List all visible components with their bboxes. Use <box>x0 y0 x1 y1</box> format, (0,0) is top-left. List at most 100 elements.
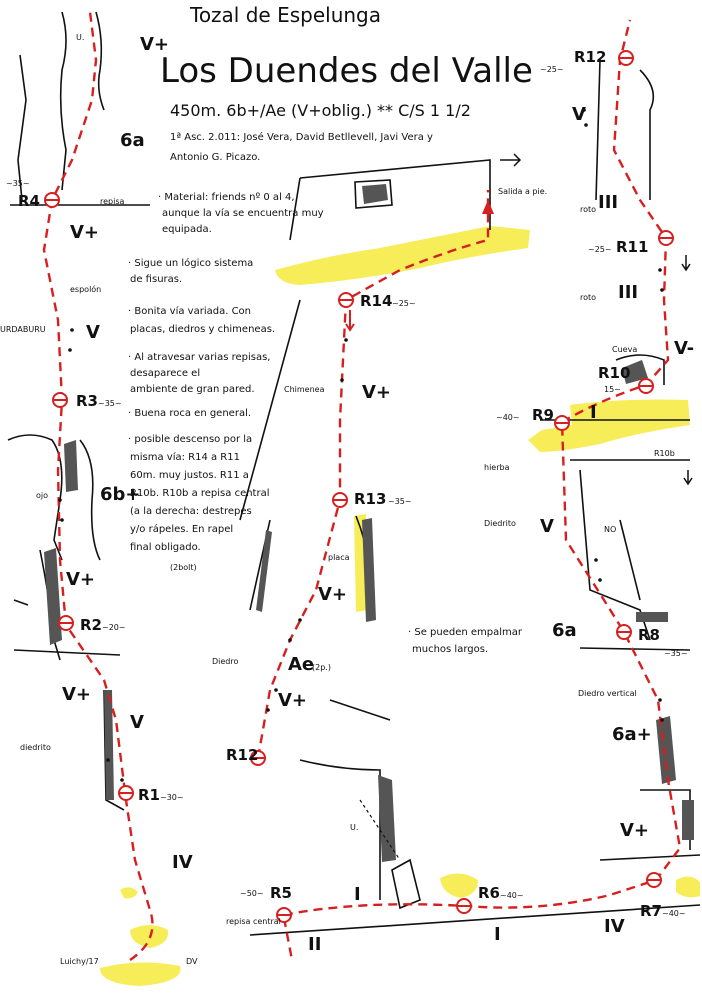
belay-label-r14: R14 <box>360 292 392 310</box>
belay-r1 <box>118 785 134 801</box>
grade-label: II <box>308 934 321 955</box>
belay-r11 <box>658 230 674 246</box>
route-stats: 450m. 6b+/Ae (V+oblig.) ** C/S 1 1/2 <box>170 101 471 120</box>
pitch-length-r1: ~30~ <box>160 793 184 802</box>
note-line: · Buena roca en general. <box>128 408 251 419</box>
note-line: equipada. <box>162 224 212 235</box>
note-line: · Bonita vía variada. Con <box>128 305 251 317</box>
bolt-markers <box>58 108 664 782</box>
belay-label-r11: R11 <box>616 238 648 256</box>
belay-r10 <box>638 378 654 394</box>
belay-r3 <box>52 392 68 408</box>
feature-label: URDABURU <box>0 325 46 334</box>
grade-label: V+ <box>62 684 91 705</box>
belay-r4 <box>44 192 60 208</box>
pitch-length-r4: ~35~ <box>6 179 30 188</box>
grade-label: V <box>86 322 100 343</box>
feature-label: Diedro <box>212 657 238 666</box>
belay-r7 <box>646 872 662 888</box>
belay-r8 <box>616 624 632 640</box>
belay-stations <box>44 50 674 923</box>
belay-label-r2: R2 <box>80 616 102 634</box>
feature-label: (2bolt) <box>170 563 197 572</box>
note-linking-1: · Se pueden empalmar <box>408 627 523 638</box>
pitch-length-r7: ~40~ <box>662 909 686 918</box>
belay-label-r12-top: R12 <box>574 48 606 66</box>
belay-r13 <box>332 492 348 508</box>
feature-label: Cueva <box>612 345 637 354</box>
note-line: placas, diedros y chimeneas. <box>130 324 275 335</box>
note-line: (a la derecha: destrepes <box>130 506 252 517</box>
belay-r14 <box>338 292 354 308</box>
descent-arrow-r10b-icon <box>683 470 693 486</box>
feature-label: repisa central <box>226 917 281 926</box>
belay-r12-top <box>618 50 634 66</box>
belay-r5 <box>276 907 292 923</box>
grade-label: V+ <box>362 382 391 403</box>
note-line: ambiente de gran pared. <box>130 384 255 395</box>
first-ascent-line-2: Antonio G. Picazo. <box>170 152 260 163</box>
feature-label: espolón <box>70 284 101 294</box>
grass-ledge-top-highlight <box>275 226 530 285</box>
exit-arrow-icon <box>482 200 494 214</box>
belay-label-r8: R8 <box>638 626 660 644</box>
belay-label-r13: R13 <box>354 490 386 508</box>
note-line: de fisuras. <box>130 274 182 285</box>
belay-label-r5: R5 <box>270 884 292 902</box>
grade-label: III <box>598 192 618 213</box>
grade-label: (2p.) <box>312 663 331 672</box>
feature-label: Diedrito <box>484 519 516 528</box>
note-line: · posible descenso por la <box>128 434 252 445</box>
grade-label: I <box>494 924 501 945</box>
route-line-traverse-bottom <box>283 421 682 917</box>
grade-label: 6a+ <box>612 724 652 745</box>
grade-label: V+ <box>318 584 347 605</box>
note-line: · Material: friends nº 0 al 4, <box>158 192 295 203</box>
pitch-length-r8: ~35~ <box>664 649 688 658</box>
feature-label: hierba <box>484 463 510 472</box>
route-name: Los Duendes del Valle <box>160 51 533 91</box>
pitch-length-r9: ~40~ <box>496 413 520 422</box>
belay-r9 <box>554 415 570 431</box>
route-line-center <box>256 190 490 759</box>
grade-label: 6a <box>552 620 577 641</box>
belay-label-r12-mid: R12 <box>226 746 258 764</box>
feature-label: repisa <box>100 197 125 206</box>
approach-arrow-icon <box>359 799 401 861</box>
feature-label: Luichy/17 <box>60 957 99 966</box>
feature-label: U. <box>350 823 358 832</box>
rock-left-hatching <box>44 440 114 800</box>
belay-label-r4: R4 <box>18 192 40 210</box>
tree-base-highlight <box>100 962 181 986</box>
tree-r6-highlight <box>440 873 478 898</box>
belay-label-r1: R1 <box>138 786 160 804</box>
pitch-length-r6: ~40~ <box>500 891 524 900</box>
belay-label-r3: R3 <box>76 392 98 410</box>
pitch-length-r2: ~20~ <box>102 623 126 632</box>
grade-label: V+ <box>66 569 95 590</box>
grade-label: IV <box>172 852 193 873</box>
feature-label: placa <box>328 553 350 562</box>
grade-label: V- <box>674 338 694 359</box>
note-line: desaparece el <box>130 368 200 379</box>
grade-label: V <box>540 516 554 537</box>
route-line-descent <box>282 917 294 961</box>
pitch-length-r11: ~25~ <box>588 245 612 254</box>
belay-r12-mid <box>250 750 266 766</box>
grade-label: 6b+ <box>100 484 141 505</box>
note-linking-2: muchos largos. <box>412 644 488 655</box>
note-line: 60m. muy justos. R11 a <box>130 470 249 481</box>
note-line: misma vía: R14 a R11 <box>130 451 240 463</box>
grade-label: V+ <box>140 34 169 55</box>
belay-r2 <box>58 615 74 631</box>
feature-label: ojo <box>36 491 48 500</box>
belay-label-r7: R7 <box>640 902 662 920</box>
belay-label-r10: R10 <box>598 364 630 382</box>
feature-label: Salida a pie. <box>498 187 547 196</box>
pitch-length-r5: ~50~ <box>240 889 264 898</box>
feature-label: Chimenea <box>284 385 325 394</box>
grass-ledge-right-highlight <box>528 399 690 452</box>
note-line: y/o rápeles. En rapel <box>130 523 233 535</box>
rock-right-hatching <box>622 360 694 840</box>
